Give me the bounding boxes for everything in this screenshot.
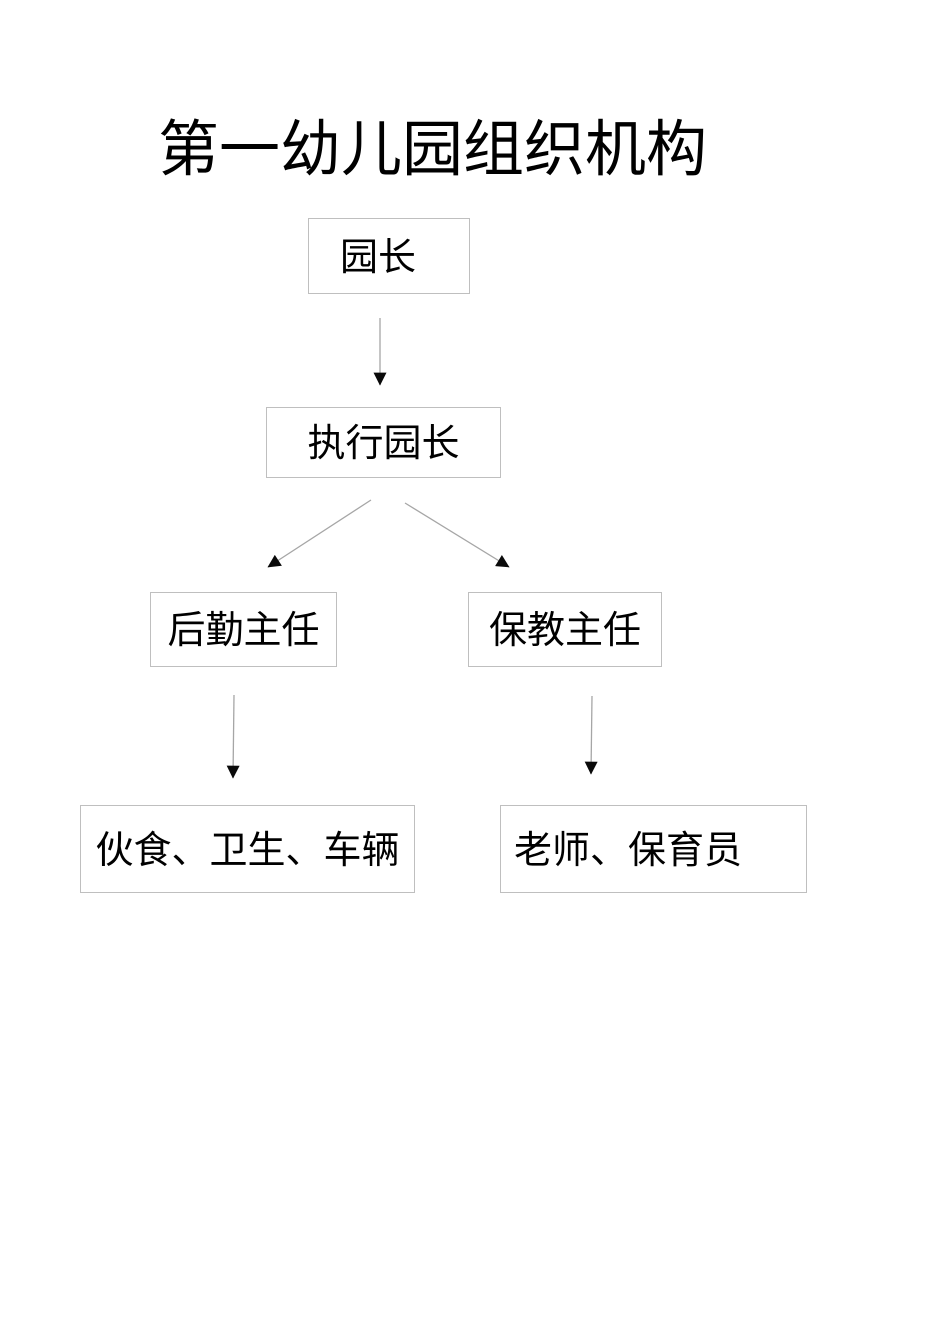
org-node-executive-principal: 执行园长 bbox=[266, 407, 501, 478]
org-node-logistics-director: 后勤主任 bbox=[150, 592, 337, 667]
org-node-logistics-staff: 伙食、卫生、车辆 bbox=[80, 805, 415, 893]
arrow-logistics-director-to-staff bbox=[226, 694, 240, 779]
org-node-teaching-staff-label: 老师、保育员 bbox=[514, 829, 743, 872]
org-node-education-director: 保教主任 bbox=[468, 592, 662, 667]
org-node-principal: 园长 bbox=[308, 218, 470, 294]
org-node-education-director-label: 保教主任 bbox=[488, 610, 641, 652]
org-node-logistics-director-label: 后勤主任 bbox=[167, 610, 320, 652]
page-title: 第一幼儿园组织机构 bbox=[158, 115, 708, 183]
org-node-executive-principal-label: 执行园长 bbox=[307, 423, 460, 465]
org-node-teaching-staff: 老师、保育员 bbox=[500, 805, 807, 893]
arrow-executive-to-education-director bbox=[404, 502, 510, 568]
org-node-logistics-staff-label: 伙食、卫生、车辆 bbox=[95, 829, 400, 872]
arrow-education-director-to-staff bbox=[584, 695, 598, 775]
arrow-executive-to-logistics-director bbox=[267, 499, 372, 568]
org-node-principal-label: 园长 bbox=[340, 236, 417, 279]
